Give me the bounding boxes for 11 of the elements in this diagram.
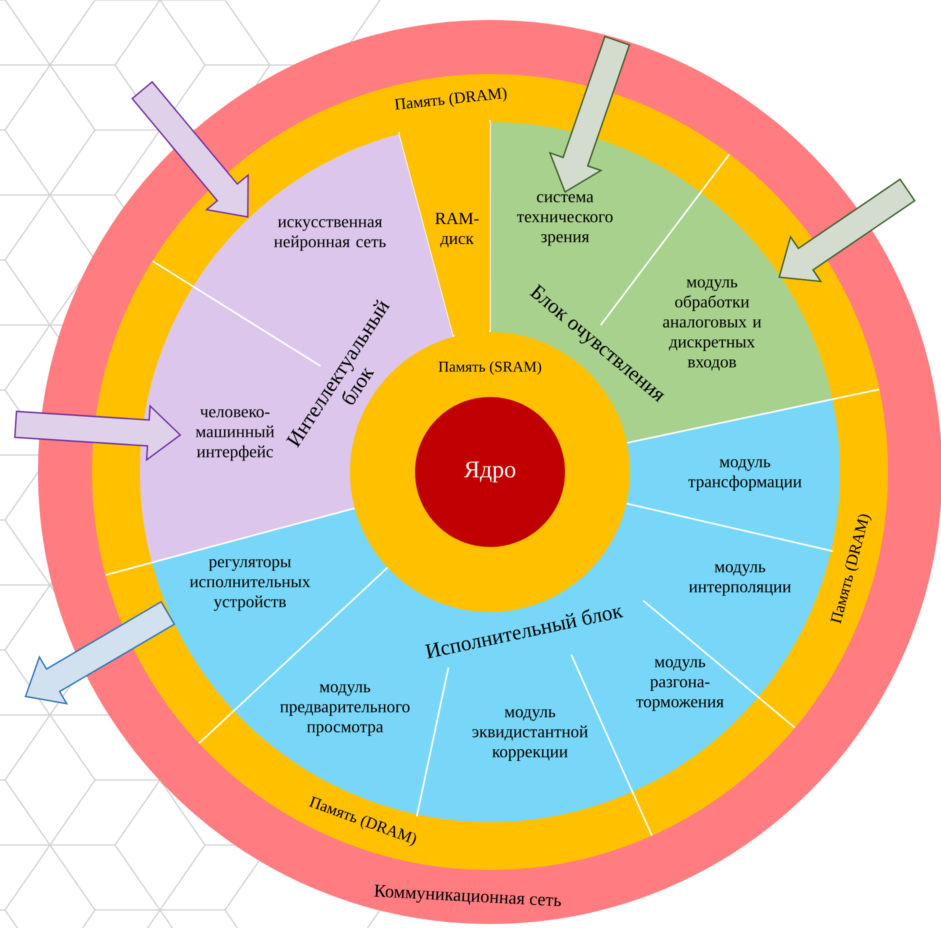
sector-label: модуль эквидистантной коррекции	[472, 709, 588, 761]
sector-label: модуль обработки аналоговых и дискретных входов	[663, 279, 762, 371]
sector-label: модуль предварительного просмотра	[280, 684, 410, 736]
sector-label: RAM-диск	[399, 122, 490, 335]
block-arrow	[548, 36, 630, 193]
sector-label: искусственная нейронная сеть	[274, 219, 386, 251]
sector-label: система технического зрения	[517, 194, 613, 246]
sector-label: модуль разгона-торможения	[636, 659, 724, 711]
sector-label: модуль интерполяции	[689, 564, 791, 596]
sector-label: человеко-машинный интерфейс	[196, 409, 274, 461]
block-arrow	[131, 80, 249, 218]
